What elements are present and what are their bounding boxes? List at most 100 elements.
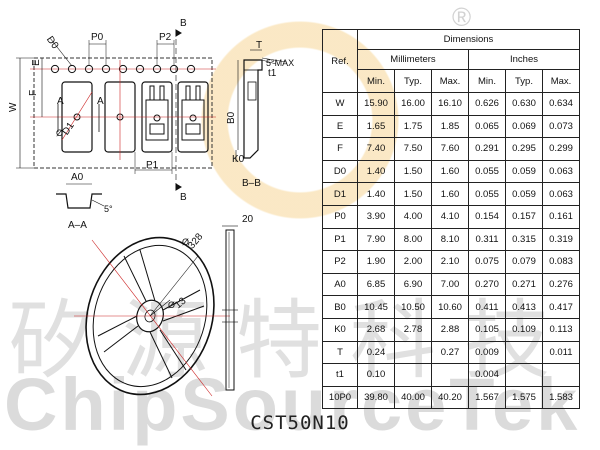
sprocket-hole [101,64,111,74]
value-cell-mm-typ: 2.78 [394,317,432,342]
value-cell-mm-min: 7.90 [357,227,395,252]
reel-inner-rim [92,244,208,388]
label-p2: P2 [159,32,172,43]
value-cell-in-typ: 0.630 [505,92,543,116]
value-cell-in-max: 0.319 [542,227,580,252]
value-cell-in-max: 0.011 [542,340,580,365]
value-cell-mm-min: 0.10 [357,363,395,387]
label-k0: K0 [232,154,245,165]
label-a-left: A [57,96,64,107]
value-cell-mm-min: 7.40 [357,137,395,161]
label-max-angle: 5°MAX [266,58,294,68]
value-cell-in-typ: 0.413 [505,295,543,319]
label-b0: B0 [226,111,237,124]
value-cell-mm-min: 6.85 [357,272,395,297]
sprocket-hole [50,64,60,74]
row-ref-cell: P1 [322,227,358,252]
header-inches: Inches [468,49,580,70]
watermark-registered-mark: ® [452,2,472,32]
value-cell-in-min: 0.270 [468,272,506,297]
sprocket-hole [135,64,145,74]
label-f: F [28,90,39,96]
value-cell-in-max: 0.113 [542,317,580,342]
value-cell-in-min: 0.411 [468,295,506,319]
value-cell-mm-min: 39.80 [357,385,395,410]
value-cell-in-typ: 0.315 [505,227,543,252]
label-e: E [31,59,42,66]
value-cell-in-typ: 0.295 [505,137,543,161]
value-cell-mm-min: 10.45 [357,295,395,319]
row-ref-cell: D1 [322,182,358,206]
table-header-row: Ref. Dimensions [322,29,580,93]
row-ref-cell: D0 [322,159,358,184]
value-cell-mm-typ: 40.00 [394,385,432,410]
label-a0: A0 [71,172,84,183]
value-cell-in-typ [505,363,543,387]
value-cell-in-typ: 0.271 [505,272,543,297]
angle-leader [91,199,105,207]
value-cell-in-min: 0.626 [468,92,506,116]
value-cell-in-min: 0.055 [468,182,506,206]
label-reel-width: 20 [242,214,254,225]
subheader-cell: Min. [357,69,395,93]
value-cell-mm-min: 1.40 [357,159,395,184]
value-cell-in-max: 0.417 [542,295,580,319]
value-cell-mm-min: 1.90 [357,250,395,274]
sprocket-hole [84,64,94,74]
tape-top-view: D0 P0 P2 B B E W F A A D1 P1 [8,18,216,203]
diameter-symbol: Ø [168,300,175,310]
label-b-top: B [180,18,187,29]
value-cell-in-max: 0.634 [542,92,580,116]
value-cell-mm-max: 40.20 [431,385,469,410]
value-cell-in-min: 0.154 [468,204,506,229]
row-ref-cell: 10P0 [322,385,358,410]
label-section-bb: B–B [242,178,261,189]
value-cell-mm-max: 8.10 [431,227,469,252]
value-cell-in-max: 0.299 [542,137,580,161]
reel-od-leader [149,255,199,317]
row-ref-cell: P0 [322,204,358,229]
value-cell-in-min: 1.567 [468,385,506,410]
value-cell-in-min: 0.075 [468,250,506,274]
value-cell-in-min: 0.055 [468,159,506,184]
value-cell-mm-max: 2.10 [431,250,469,274]
value-cell-mm-max: 0.27 [431,340,469,365]
t1-leader [261,59,277,65]
value-cell-mm-typ: 10.50 [394,295,432,319]
row-ref-cell: F [322,137,358,161]
value-cell-mm-typ: 8.00 [394,227,432,252]
value-cell-mm-typ: 1.50 [394,182,432,206]
value-cell-mm-typ: 16.00 [394,92,432,116]
row-ref-cell: P2 [322,250,358,274]
label-d0: D0 [44,34,61,51]
label-p1: P1 [146,160,159,171]
carrier-side-profile [243,59,263,159]
d0-leader [49,37,73,67]
angle-max-leader [261,57,287,63]
value-cell-in-typ: 1.575 [505,385,543,410]
label-t1: t1 [268,68,277,79]
value-cell-mm-max: 16.10 [431,92,469,116]
sprocket-hole [186,64,196,74]
label-a-right: A [97,96,104,107]
value-cell-mm-max: 1.60 [431,182,469,206]
section-aa-view: A0 5° A–A [56,172,113,231]
value-cell-in-min: 0.311 [468,227,506,252]
value-cell-in-max: 0.073 [542,114,580,139]
part-number-caption: CST50N10 [250,412,350,434]
label-section-aa: A–A [68,220,87,231]
value-cell-in-max: 0.083 [542,250,580,274]
value-cell-mm-typ: 2.00 [394,250,432,274]
header-dimensions: Dimensions [357,29,580,50]
diameter-symbol: Ø [182,237,189,247]
value-cell-in-min: 0.009 [468,340,506,365]
value-cell-in-max [542,363,580,387]
value-cell-mm-max: 2.88 [431,317,469,342]
tape-reel-drawing: D0 P0 P2 B B E W F A A D1 P1 [8,18,294,397]
value-cell-mm-typ: 7.50 [394,137,432,161]
